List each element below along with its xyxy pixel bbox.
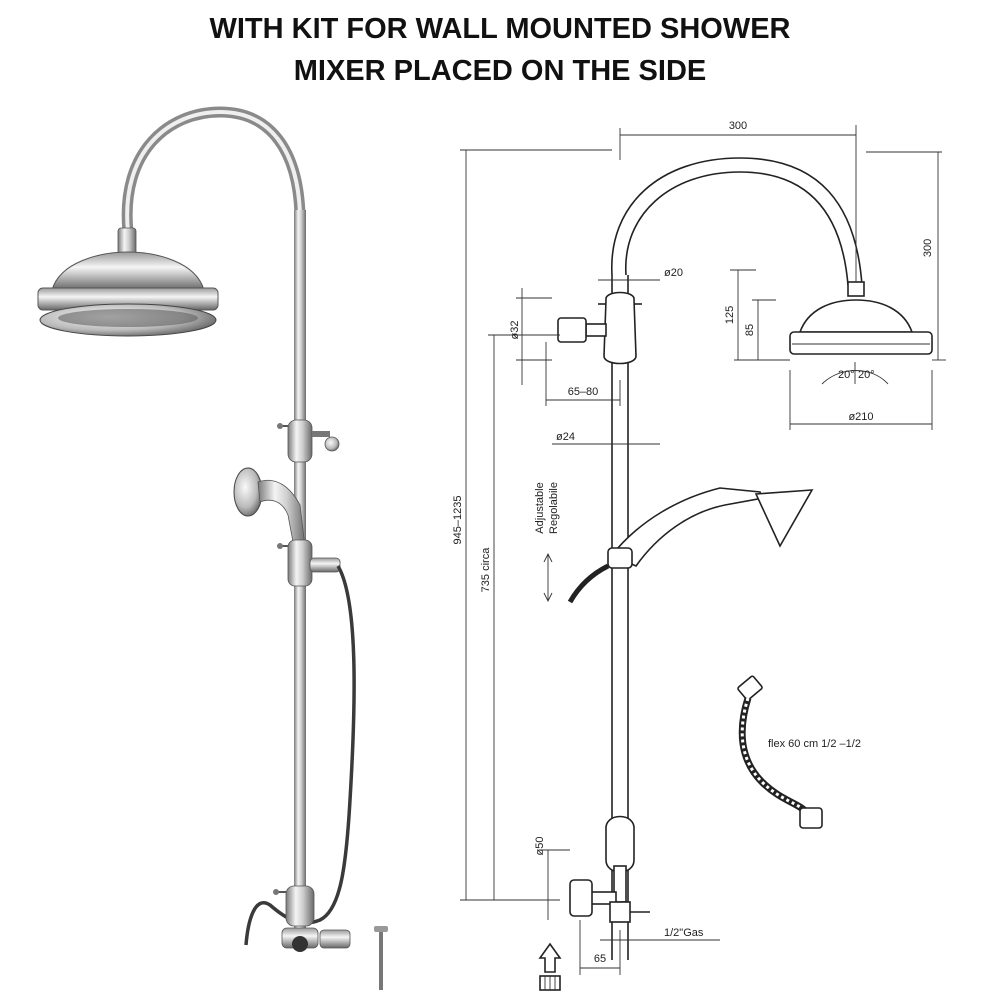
dim-head-dia: ø210 bbox=[848, 411, 873, 423]
drawing-shower-head bbox=[789, 299, 933, 355]
heading: WITH KIT FOR WALL MOUNTED SHOWER MIXER P… bbox=[0, 8, 1000, 92]
heading-line-1: WITH KIT FOR WALL MOUNTED SHOWER bbox=[209, 13, 791, 45]
dim-arm-reach: 300 bbox=[729, 120, 747, 132]
dim-mixer-dia: ø50 bbox=[534, 837, 546, 856]
gooseneck-arm bbox=[121, 106, 306, 238]
rain-shower-head bbox=[37, 251, 219, 337]
dim-pipe-dia: ø24 bbox=[556, 431, 575, 443]
dim-head-height: 85 bbox=[744, 324, 756, 336]
heading-line-2: MIXER PLACED ON THE SIDE bbox=[293, 55, 707, 87]
dim-wall-flange-dia: ø32 bbox=[509, 321, 521, 340]
dim-wall-offset: 65–80 bbox=[568, 386, 599, 398]
dim-arm-height: 300 bbox=[922, 239, 934, 257]
dim-tilt-right: 20° bbox=[858, 369, 875, 381]
dim-adjustable-en: Adjustable bbox=[534, 482, 546, 533]
wall-mixer bbox=[273, 885, 351, 952]
dim-total-height: 945–1235 bbox=[452, 496, 464, 545]
flexible-hose bbox=[244, 565, 356, 946]
inlet-arrow-icon bbox=[538, 942, 562, 991]
dim-tilt-left: 20° bbox=[838, 369, 855, 381]
drawing-lower-valve bbox=[569, 815, 650, 923]
dim-rail-height: 735 circa bbox=[480, 547, 492, 593]
drawing-arm bbox=[611, 157, 863, 286]
product-photo bbox=[37, 106, 388, 990]
drawing-upper-body bbox=[557, 291, 642, 365]
slider-bracket bbox=[277, 539, 341, 587]
dim-head-height-total: 125 bbox=[724, 306, 736, 324]
dim-pipe-top-dia: ø20 bbox=[664, 267, 683, 279]
dim-inlet-thread: 1/2"Gas bbox=[664, 927, 704, 939]
dim-hose-spec: flex 60 cm 1/2 –1/2 bbox=[768, 738, 861, 750]
technical-drawing: 300 300 ø20 125 85 20° 20° ø210 ø32 65–8… bbox=[452, 120, 946, 991]
diverter-valve bbox=[277, 419, 340, 463]
spare-pin bbox=[379, 930, 383, 990]
dim-mixer-offset: 65 bbox=[594, 953, 606, 965]
drawing-hand-shower bbox=[567, 487, 814, 604]
dim-adjustable-it: Regolabile bbox=[548, 482, 560, 534]
drawing-hose bbox=[737, 675, 823, 829]
